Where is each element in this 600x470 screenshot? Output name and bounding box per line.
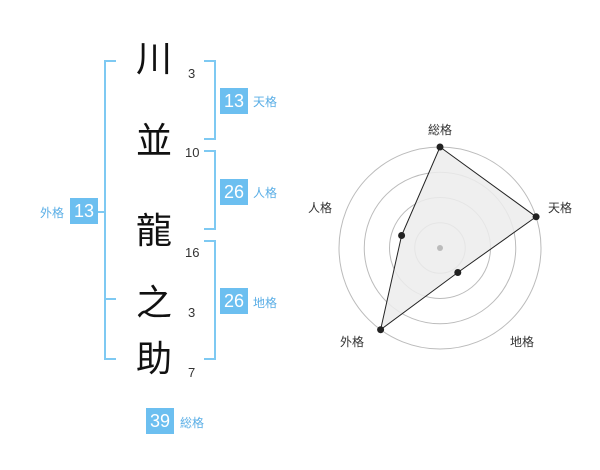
chikaku-label: 地格 [253,296,278,310]
name-char-2: 並 [135,121,172,162]
radar-point-5 [398,232,406,239]
radar-point-4 [377,326,385,334]
stroke-count-4: 3 [188,305,196,320]
radar-area [379,146,537,331]
radar-label-tenkaku: 天格 [548,200,572,215]
stroke-count-5: 7 [188,365,196,380]
tenkaku-value-badge: 13 [220,88,248,114]
radar-label-jinkaku: 人格 [308,200,332,215]
name-char-4: 之 [135,283,172,324]
name-char-5: 助 [135,339,172,380]
jinkaku-label: 人格 [253,186,278,200]
radar-point-3 [454,269,462,276]
radar-label-chikaku: 地格 [510,334,534,349]
jinkaku-bracket [204,150,216,230]
tenkaku-bracket [204,60,216,140]
radar-point-1 [436,143,444,151]
gaikaku-value-badge: 13 [70,198,98,224]
name-char-3: 龍 [135,211,172,252]
radar-label-soukaku: 総格 [428,122,452,137]
stroke-count-1: 3 [188,66,196,81]
stroke-count-2: 10 [185,145,200,160]
radar-point-2 [532,213,540,221]
radar-label-gaikaku: 外格 [340,334,364,349]
soukaku-label: 総格 [180,416,205,430]
gaikaku-bracket-stub [96,211,105,213]
name-char-1: 川 [135,39,172,80]
chikaku-value-badge: 26 [220,288,248,314]
chikaku-bracket [204,240,216,360]
jinkaku-value-badge: 26 [220,179,248,205]
radar-center-dot [437,245,443,251]
gaikaku-bracket [104,60,116,360]
gaikaku-label: 外格 [40,206,65,220]
tenkaku-label: 天格 [253,95,278,109]
soukaku-value-badge: 39 [146,408,174,434]
gaikaku-bracket-divider [104,298,116,300]
stroke-count-3: 16 [185,245,200,260]
